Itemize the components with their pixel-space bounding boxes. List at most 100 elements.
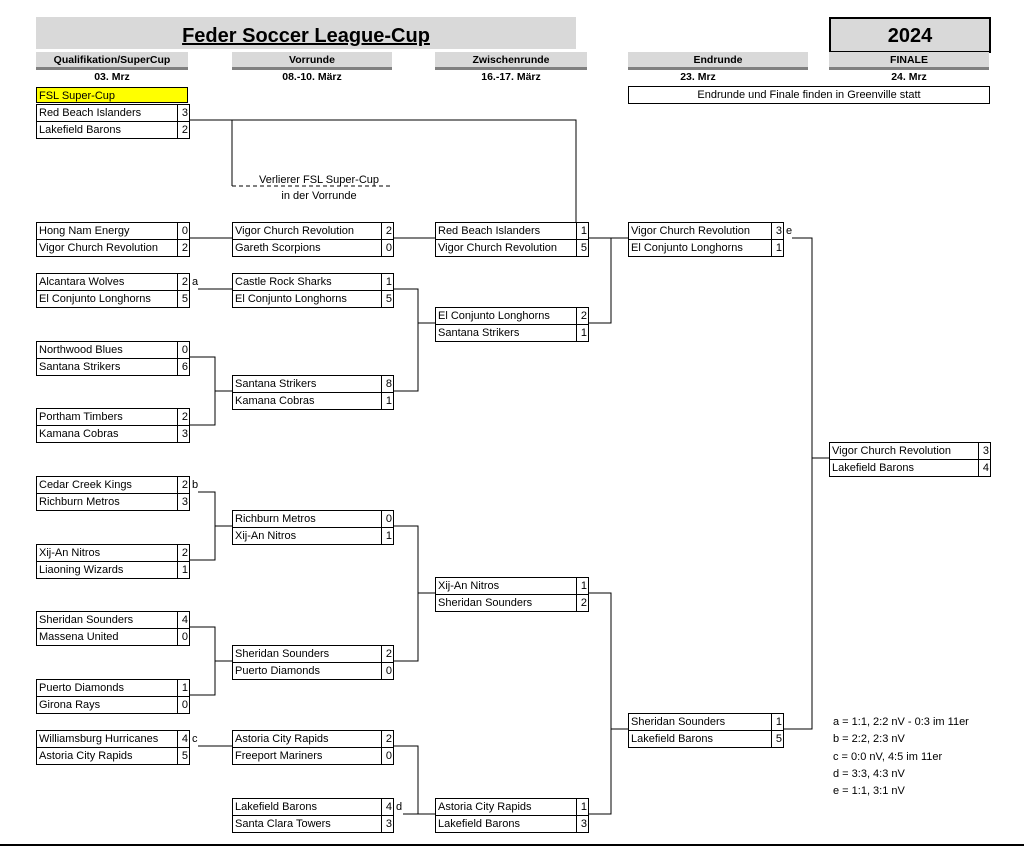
team-name: Castle Rock Sharks <box>235 276 332 288</box>
team-name: El Conjunto Longhorns <box>235 293 347 305</box>
team-name: Santa Clara Towers <box>235 818 331 830</box>
legend-item-e: e = 1:1, 3:1 nV <box>833 785 905 798</box>
team-name: Red Beach Islanders <box>39 107 142 119</box>
team-row: Astoria City Rapids 1 <box>436 799 588 815</box>
team-name: Puerto Diamonds <box>39 682 124 694</box>
team-score: 1 <box>381 274 393 290</box>
team-name: Xij-An Nitros <box>235 530 297 542</box>
team-row: Vigor Church Revolution 3 <box>629 223 783 239</box>
legend-item-a: a = 1:1, 2:2 nV - 0:3 im 11er <box>833 716 969 728</box>
team-name: Astoria City Rapids <box>438 801 532 813</box>
team-score: 2 <box>177 545 189 561</box>
team-name: Sheridan Sounders <box>631 716 726 728</box>
team-name: Northwood Blues <box>39 344 123 356</box>
round-header-vorrunde: Vorrunde <box>232 52 392 70</box>
team-row: Portham Timbers 2 <box>37 409 189 425</box>
team-name: Sheridan Sounders <box>438 597 533 609</box>
team-score: 3 <box>381 816 393 832</box>
round-header-qualifikation: Qualifikation/SuperCup <box>36 52 188 70</box>
team-score: 3 <box>771 223 783 239</box>
team-name: Cedar Creek Kings <box>39 479 132 491</box>
supercup-note-line-2: in der Vorrunde <box>281 190 357 202</box>
team-name: Alcantara Wolves <box>39 276 125 288</box>
legend: a = 1:1, 2:2 nV - 0:3 im 11er b = 2:2, 2… <box>833 714 1013 800</box>
team-name: Girona Rays <box>39 699 101 711</box>
round-date-qualifikation: 03. Mrz <box>94 71 130 83</box>
team-name: Lakefield Barons <box>39 124 121 136</box>
match-footnote-marker: a <box>192 276 199 288</box>
team-name: Vigor Church Revolution <box>39 242 159 254</box>
team-score: 1 <box>576 799 588 815</box>
team-name: Kamana Cobras <box>39 428 119 440</box>
team-name: El Conjunto Longhorns <box>438 310 550 322</box>
team-score: 0 <box>177 342 189 358</box>
team-score: 1 <box>177 680 189 696</box>
team-score: 0 <box>177 697 189 713</box>
team-score: 0 <box>381 663 393 679</box>
team-score: 4 <box>177 612 189 628</box>
team-name: Portham Timbers <box>39 411 123 423</box>
team-score: 0 <box>381 240 393 256</box>
round-date-zwischenrunde: 16.-17. März <box>481 71 541 83</box>
team-score: 2 <box>177 274 189 290</box>
team-score: 2 <box>177 122 189 138</box>
team-score: 8 <box>381 376 393 392</box>
team-score: 1 <box>771 714 783 730</box>
team-score: 1 <box>576 325 588 341</box>
team-row: Puerto Diamonds 1 <box>37 680 189 696</box>
team-name: Astoria City Rapids <box>39 750 133 762</box>
team-name: Vigor Church Revolution <box>832 445 952 457</box>
team-row: Castle Rock Sharks 1 <box>233 274 393 290</box>
team-score: 5 <box>576 240 588 256</box>
team-name: Lakefield Barons <box>235 801 317 813</box>
team-score: 2 <box>576 308 588 324</box>
team-row: Alcantara Wolves 2 <box>37 274 189 290</box>
legend-item-d: d = 3:3, 4:3 nV <box>833 767 905 780</box>
team-row: Lakefield Barons 2 <box>37 121 189 138</box>
team-row: Sheridan Sounders 1 <box>629 714 783 730</box>
team-name: Kamana Cobras <box>235 395 315 407</box>
team-score: 2 <box>177 409 189 425</box>
team-row: Santa Clara Towers 3 <box>233 815 393 832</box>
match-footnote-marker: c <box>192 733 198 745</box>
team-score: 4 <box>177 731 189 747</box>
team-score: 2 <box>381 646 393 662</box>
team-score: 1 <box>576 578 588 594</box>
team-name: Vigor Church Revolution <box>631 225 751 237</box>
supercup-label: FSL Super-Cup <box>36 87 188 103</box>
team-score: 3 <box>177 105 189 121</box>
team-name: Freeport Mariners <box>235 750 323 762</box>
page-title: Feder Soccer League-Cup <box>36 17 576 49</box>
